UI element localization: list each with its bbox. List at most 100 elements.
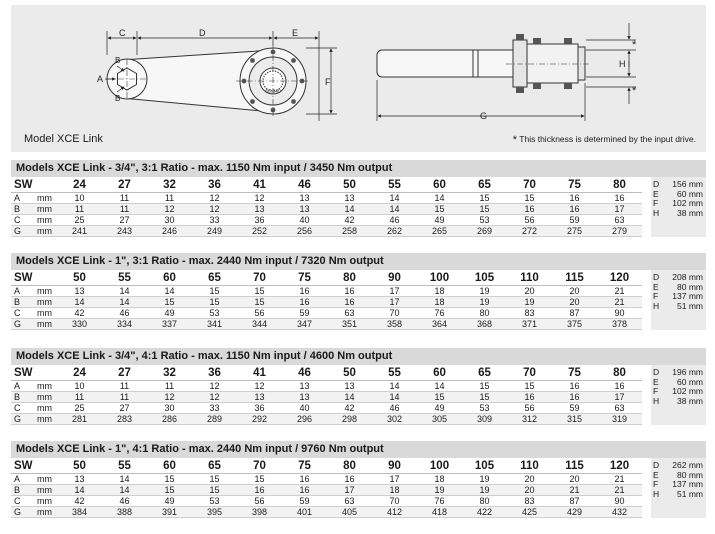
table-cell: 272 bbox=[507, 226, 552, 237]
table-title-limits: - max. 1150 Nm input / 3450 Nm output bbox=[188, 162, 393, 174]
fixed-dimension-key: E bbox=[653, 188, 659, 199]
table-cell: 398 bbox=[237, 507, 282, 518]
column-header-size: 90 bbox=[372, 458, 417, 474]
table-cell: 289 bbox=[192, 414, 237, 425]
column-header-size: 80 bbox=[327, 270, 372, 286]
table-cell: 59 bbox=[552, 215, 597, 226]
table-cell: 298 bbox=[327, 414, 372, 425]
row-label: A bbox=[11, 381, 37, 392]
table-cell: 14 bbox=[57, 485, 102, 496]
table-cell: 14 bbox=[102, 286, 147, 297]
table-cell: 13 bbox=[57, 474, 102, 485]
table-cell: 16 bbox=[282, 474, 327, 485]
table-cell: 49 bbox=[417, 403, 462, 414]
table-cell: 76 bbox=[417, 308, 462, 319]
column-header-size: 90 bbox=[372, 270, 417, 286]
column-header-sw: SW bbox=[11, 458, 37, 474]
fixed-dimension-value: 102 mm bbox=[672, 198, 703, 208]
row-unit: mm bbox=[37, 474, 57, 485]
table-cell: 16 bbox=[507, 204, 552, 215]
table-cell: 405 bbox=[327, 507, 372, 518]
table-cell: 265 bbox=[417, 226, 462, 237]
table-cell: 20 bbox=[552, 474, 597, 485]
column-header-size: 75 bbox=[282, 270, 327, 286]
dim-label-e: E bbox=[292, 28, 298, 38]
table-cell: 80 bbox=[462, 308, 507, 319]
table-title: Models XCE Link - 3/4", 4:1 Ratio - max.… bbox=[11, 348, 706, 365]
table-cell: 42 bbox=[327, 403, 372, 414]
row-unit: mm bbox=[37, 193, 57, 204]
table-cell: 305 bbox=[417, 414, 462, 425]
fixed-dimension-key: F bbox=[653, 479, 659, 489]
table-cell: 15 bbox=[192, 297, 237, 308]
table-cell: 15 bbox=[462, 204, 507, 215]
table-cell: 20 bbox=[507, 485, 552, 496]
fixed-dimension-key: D bbox=[653, 460, 660, 470]
table-cell: 16 bbox=[327, 474, 372, 485]
table-cell: 59 bbox=[282, 496, 327, 507]
table-cell: 344 bbox=[237, 319, 282, 330]
column-header-size: 80 bbox=[597, 177, 642, 193]
table-title-main: Models XCE Link - 1", 4:1 Ratio bbox=[16, 443, 179, 455]
table-cell: 15 bbox=[147, 297, 192, 308]
table-cell: 21 bbox=[597, 286, 642, 297]
table-cell: 388 bbox=[102, 507, 147, 518]
table-title-limits: - max. 2440 Nm input / 9760 Nm output bbox=[178, 443, 384, 455]
table-cell: 249 bbox=[192, 226, 237, 237]
table-cell: 20 bbox=[507, 474, 552, 485]
table-cell: 334 bbox=[102, 319, 147, 330]
table-cell: 20 bbox=[552, 297, 597, 308]
spec-table-1: Models XCE Link - 1", 3:1 Ratio - max. 2… bbox=[11, 253, 706, 330]
column-header-size: 120 bbox=[597, 270, 642, 286]
table-cell: 49 bbox=[147, 308, 192, 319]
table-cell: 378 bbox=[597, 319, 642, 330]
table-cell: 17 bbox=[372, 474, 417, 485]
row-unit: mm bbox=[37, 226, 57, 237]
column-header-size: 65 bbox=[462, 177, 507, 193]
table-cell: 76 bbox=[417, 496, 462, 507]
table-cell: 70 bbox=[372, 308, 417, 319]
column-header-size: 60 bbox=[417, 177, 462, 193]
column-header-size: 46 bbox=[282, 365, 327, 381]
table-cell: 241 bbox=[57, 226, 102, 237]
table-cell: 418 bbox=[417, 507, 462, 518]
dim-label-thickness-top: * bbox=[632, 39, 637, 51]
dim-label-a: A bbox=[97, 74, 103, 84]
table-cell: 16 bbox=[282, 286, 327, 297]
table-cell: 25 bbox=[57, 215, 102, 226]
column-header-size: 55 bbox=[372, 177, 417, 193]
column-header-size: 24 bbox=[57, 177, 102, 193]
column-header-size: 60 bbox=[417, 365, 462, 381]
table-cell: 12 bbox=[237, 381, 282, 392]
table-cell: 11 bbox=[147, 381, 192, 392]
row-label: A bbox=[11, 474, 37, 485]
column-header-size: 32 bbox=[147, 177, 192, 193]
table-cell: 19 bbox=[462, 474, 507, 485]
table-cell: 15 bbox=[237, 297, 282, 308]
table-cell: 14 bbox=[327, 204, 372, 215]
table-cell: 15 bbox=[462, 392, 507, 403]
table-cell: 56 bbox=[237, 308, 282, 319]
table-cell: 14 bbox=[102, 297, 147, 308]
table-cell: 347 bbox=[282, 319, 327, 330]
table-cell: 11 bbox=[102, 381, 147, 392]
table-cell: 351 bbox=[327, 319, 372, 330]
fixed-dimension-value: 137 mm bbox=[672, 479, 703, 489]
table-cell: 275 bbox=[552, 226, 597, 237]
table-cell: 13 bbox=[57, 286, 102, 297]
row-unit: mm bbox=[37, 286, 57, 297]
dim-label-d: D bbox=[199, 28, 206, 38]
row-unit: mm bbox=[37, 485, 57, 496]
fixed-dimension-value: 196 mm bbox=[672, 367, 703, 377]
table-cell: 19 bbox=[462, 485, 507, 496]
fixed-dimension-key: D bbox=[653, 272, 660, 282]
